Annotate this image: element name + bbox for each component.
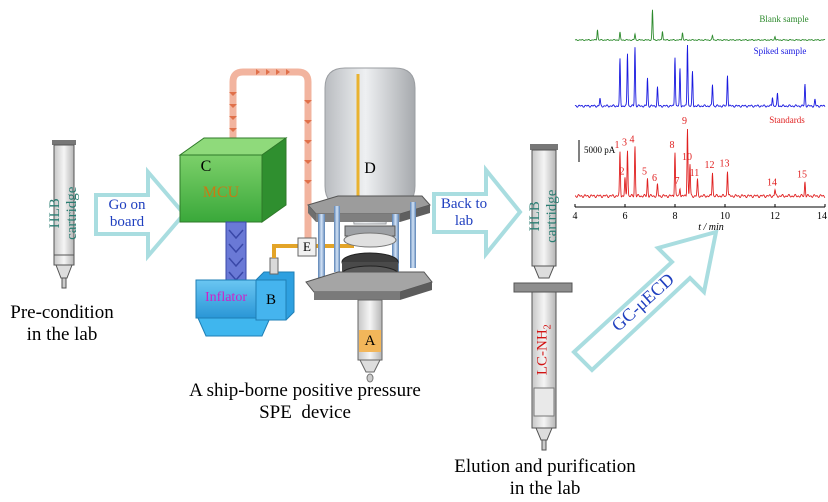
inflator-unit: [195, 257, 295, 337]
left-cartridge-label: HLB cartridge: [46, 186, 80, 240]
left-caption-line1: Pre-condition: [10, 302, 114, 323]
cartridge-a: [357, 299, 383, 383]
a-label: A: [364, 333, 376, 349]
lc-nh2-sub: 2: [542, 324, 554, 330]
right-hlb-label: HLB cartridge: [526, 189, 560, 243]
device-caption-line2: SPE device: [259, 401, 351, 423]
right-caption: Elution and purification in the lab: [430, 456, 660, 500]
standards-trace: [574, 128, 826, 199]
right-cartridge-stack: [513, 144, 573, 451]
peak-label-6: 6: [652, 173, 657, 184]
go-on-board-arrow: [94, 166, 187, 262]
peak-label-4: 4: [630, 134, 635, 145]
lc-nh2-main: LC-NH: [534, 329, 551, 376]
scale-bar-label: 5000 pA: [584, 145, 616, 155]
pump-tubing: [229, 68, 312, 240]
lc-nh2-label: LC-NH2: [534, 308, 554, 392]
peak-label-13: 13: [720, 158, 730, 169]
peak-label-12: 12: [705, 160, 715, 171]
back-to-lab-line2: lab: [454, 213, 474, 230]
go-on-board-line1: Go on: [108, 197, 146, 213]
x-tick-label-6: 6: [623, 211, 628, 222]
mcu-label: MCU: [202, 184, 240, 201]
blank-series-label: Blank sample: [759, 14, 809, 24]
spiked-trace: [574, 44, 826, 108]
back-to-lab-label: Back to lab: [436, 196, 492, 231]
mcu-box: [178, 137, 288, 223]
peak-label-10: 10: [682, 152, 692, 163]
peak-label-5: 5: [642, 166, 647, 177]
go-on-board-label: Go on board: [100, 197, 154, 232]
valve-e: [297, 237, 317, 257]
peak-label-2: 2: [620, 166, 625, 177]
connector-column: [225, 221, 247, 285]
peak-label-7: 7: [675, 176, 680, 187]
go-on-board-line2: board: [109, 214, 145, 231]
device-caption-line1: A ship-borne positive pressure: [189, 380, 421, 401]
peak-label-11: 11: [690, 168, 700, 179]
left-hlb-cartridge: [52, 140, 76, 289]
c-label: C: [200, 158, 212, 175]
e-label: E: [303, 239, 311, 254]
press-frame: [305, 195, 433, 300]
x-tick-label-12: 12: [770, 211, 780, 222]
x-axis-label: t / min: [698, 222, 724, 233]
peak-label-8: 8: [670, 140, 675, 151]
device-caption: A ship-borne positive pressure SPE devic…: [180, 380, 430, 424]
peak-label-14: 14: [767, 178, 777, 189]
back-to-lab-arrow: [432, 164, 523, 260]
back-to-lab-line1: Back to: [440, 196, 488, 212]
peak-label-15: 15: [797, 170, 807, 181]
peak-label-3: 3: [622, 138, 627, 149]
standards-series-label: Standards: [769, 115, 805, 125]
x-tick-label-8: 8: [673, 211, 678, 222]
left-caption: Pre-condition in the lab: [2, 302, 122, 346]
peak-label-9: 9: [682, 116, 687, 127]
right-caption-line2: in the lab: [509, 477, 581, 499]
blank-trace: [574, 9, 826, 42]
peak-label-1: 1: [615, 140, 620, 151]
x-tick-label-10: 10: [720, 211, 730, 222]
spiked-series-label: Spiked sample: [753, 46, 807, 56]
x-tick-label-14: 14: [817, 211, 827, 222]
gc-arrow: [571, 229, 719, 373]
left-caption-line2: in the lab: [26, 323, 98, 345]
right-caption-line1: Elution and purification: [454, 456, 636, 477]
inflator-label: Inflator: [205, 290, 247, 305]
b-label: B: [265, 292, 276, 308]
d-label: D: [364, 160, 376, 177]
x-tick-label-4: 4: [573, 211, 578, 222]
